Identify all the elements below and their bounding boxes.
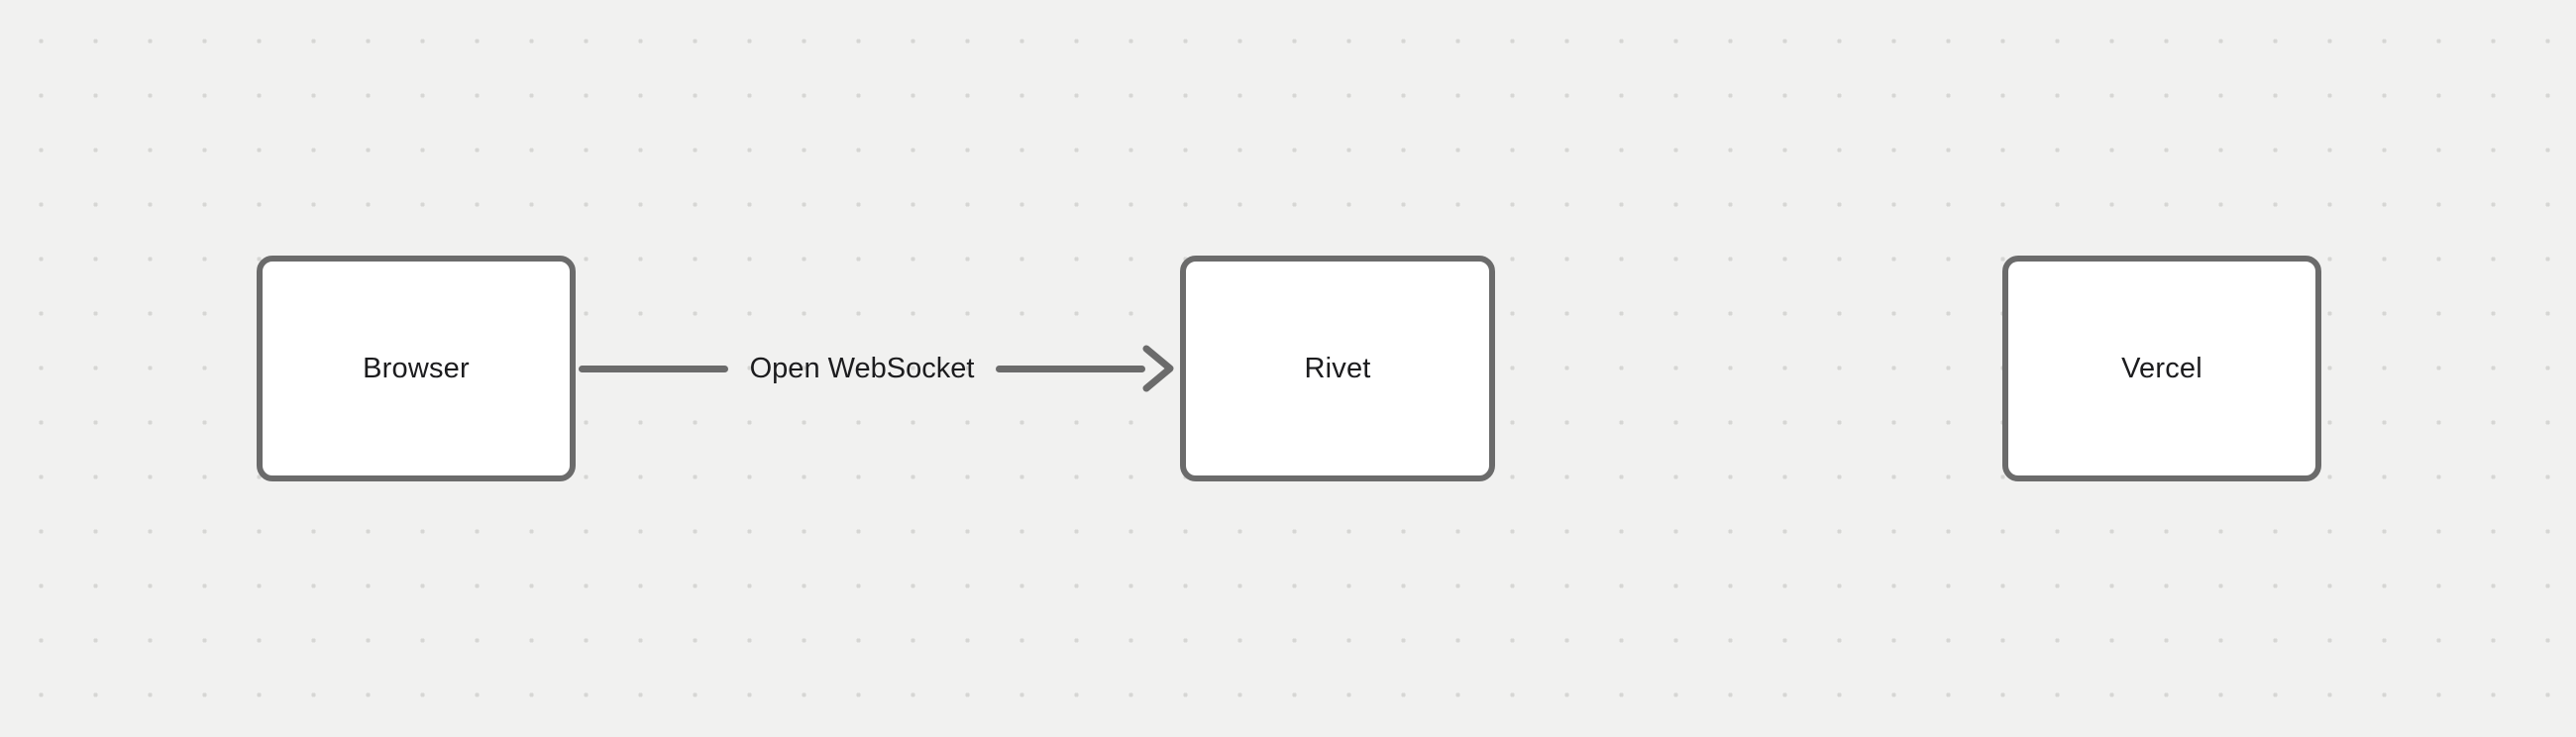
edge-line-right — [996, 365, 1146, 372]
node-vercel-label: Vercel — [2121, 352, 2202, 384]
edge-browser-to-rivet[interactable]: Open WebSocket — [579, 339, 1177, 398]
arrowhead-icon — [1142, 345, 1174, 392]
edge-label: Open WebSocket — [749, 352, 975, 384]
node-browser[interactable]: Browser — [257, 256, 576, 481]
node-rivet[interactable]: Rivet — [1180, 256, 1495, 481]
edge-line-left — [579, 365, 728, 372]
node-rivet-label: Rivet — [1304, 352, 1371, 384]
node-browser-label: Browser — [363, 352, 470, 384]
node-vercel[interactable]: Vercel — [2002, 256, 2321, 481]
